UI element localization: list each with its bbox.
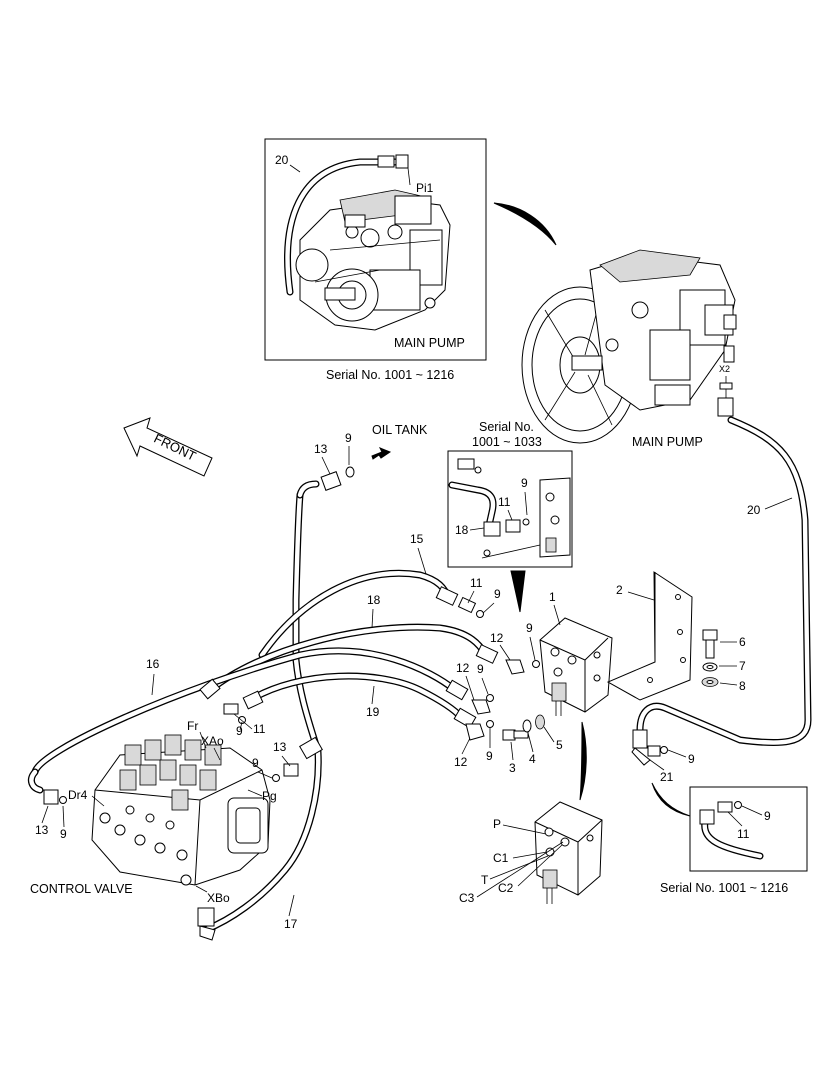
elbow-fitting-21 [631, 729, 668, 766]
inset-elbow-fitting [395, 154, 409, 169]
port-label-pi1: Pi1 [416, 181, 434, 195]
inset-callout-11: 11 [737, 827, 750, 841]
inset-hose-fitting [377, 155, 395, 168]
port-label-pg: Pg [262, 789, 277, 803]
callout-2: 2 [616, 583, 623, 597]
inset-frame-bottom-right [689, 786, 808, 872]
callout-17: 17 [284, 917, 298, 931]
port-label-c2: C2 [498, 881, 514, 895]
callout-16: 16 [146, 657, 160, 671]
inset-frame-mid [447, 450, 573, 568]
manifold-block-bottom [534, 801, 603, 904]
elbow-12-a [505, 659, 525, 675]
callout-9-a: 9 [494, 587, 501, 601]
callout-11-b: 11 [253, 722, 266, 736]
callout-9-b: 9 [526, 621, 533, 635]
port-label-p: P [493, 817, 501, 831]
pointer-wedge-mid [510, 570, 526, 613]
inset-callout-20: 20 [275, 153, 289, 167]
port-label-xao: XAo [201, 734, 224, 748]
bolt-6 [702, 629, 718, 659]
control-valve [91, 734, 271, 886]
elbow-12-c [465, 723, 485, 741]
callout-11-a: 11 [470, 576, 483, 590]
callout-13-c: 13 [35, 823, 49, 837]
callout-12-c: 12 [454, 755, 468, 769]
inset-frame-main-pump [264, 138, 487, 361]
callout-4: 4 [529, 752, 536, 766]
callout-9-f: 9 [252, 756, 259, 770]
callout-13-b: 13 [273, 740, 287, 754]
manifold-block-1 [539, 617, 613, 716]
callout-1: 1 [549, 590, 556, 604]
callout-3: 3 [509, 761, 516, 775]
callout-12-b: 12 [456, 661, 470, 675]
main-pump-inset: 20 Pi1 MAIN PUMP [264, 138, 487, 361]
port-label-c1: C1 [493, 851, 509, 865]
callout-12-a: 12 [490, 631, 504, 645]
inset-callout-9: 9 [764, 809, 771, 823]
caption-main-pump: MAIN PUMP [632, 435, 703, 449]
caption-serial-bottom: Serial No. 1001 ~ 1216 [660, 881, 788, 895]
valve-spools [119, 734, 222, 811]
hose-end-fittings [43, 586, 499, 941]
caption-main-pump-inset: MAIN PUMP [394, 336, 465, 350]
caption-control-valve: CONTROL VALVE [30, 882, 133, 896]
caption-serial-mid-1: Serial No. [479, 420, 534, 434]
callout-21: 21 [660, 770, 674, 784]
bracket-2 [606, 571, 693, 701]
inset-bottom-right: 9 11 [689, 786, 808, 872]
hose-16 [31, 647, 459, 776]
port-label-c3: C3 [459, 891, 475, 905]
callout-20: 20 [747, 503, 761, 517]
washer-5 [535, 714, 545, 730]
caption-serial-top: Serial No. 1001 ~ 1216 [326, 368, 454, 382]
port-label-xbo: XBo [207, 891, 230, 905]
callout-7: 7 [739, 659, 746, 673]
callout-9-e: 9 [486, 749, 493, 763]
caption-oil-tank: OIL TANK [372, 423, 428, 437]
inset-callout-9-mid: 9 [521, 476, 528, 490]
oil-tank-arrow [371, 447, 392, 460]
port-label-fr: Fr [187, 719, 198, 733]
pointer-wedge-top [493, 202, 557, 246]
callout-15: 15 [410, 532, 424, 546]
washer-4 [522, 719, 532, 733]
front-direction-arrow: FRONT [123, 417, 213, 477]
callout-9-g: 9 [688, 752, 695, 766]
port-label-t: T [481, 873, 489, 887]
callout-9-d: 9 [236, 724, 243, 738]
callout-18: 18 [367, 593, 381, 607]
callout-13-top: 13 [314, 442, 328, 456]
port-label-dr4: Dr4 [68, 788, 88, 802]
main-pump: MAIN PUMP X2 [521, 249, 737, 449]
callout-9-h: 9 [60, 827, 67, 841]
pointer-wedge-bottom-right [651, 782, 691, 817]
inset-mid: 9 11 18 [447, 450, 573, 568]
callout-19: 19 [366, 705, 380, 719]
callout-6: 6 [739, 635, 746, 649]
elbow-12-b [471, 699, 491, 715]
callout-8: 8 [739, 679, 746, 693]
pointer-wedge-bottom [579, 721, 587, 801]
port-label-x2: X2 [719, 364, 730, 374]
callout-9-top: 9 [345, 431, 352, 445]
inset-callout-18-mid: 18 [455, 523, 469, 537]
fitting-13-top [320, 466, 355, 491]
caption-serial-mid-2: 1001 ~ 1033 [472, 435, 542, 449]
inset-pump-body [295, 189, 451, 331]
bolt-3 [502, 729, 529, 741]
inset-callout-11-mid: 11 [498, 495, 511, 509]
hose-15 [258, 569, 452, 659]
callout-5: 5 [556, 738, 563, 752]
callout-9-c: 9 [477, 662, 484, 676]
